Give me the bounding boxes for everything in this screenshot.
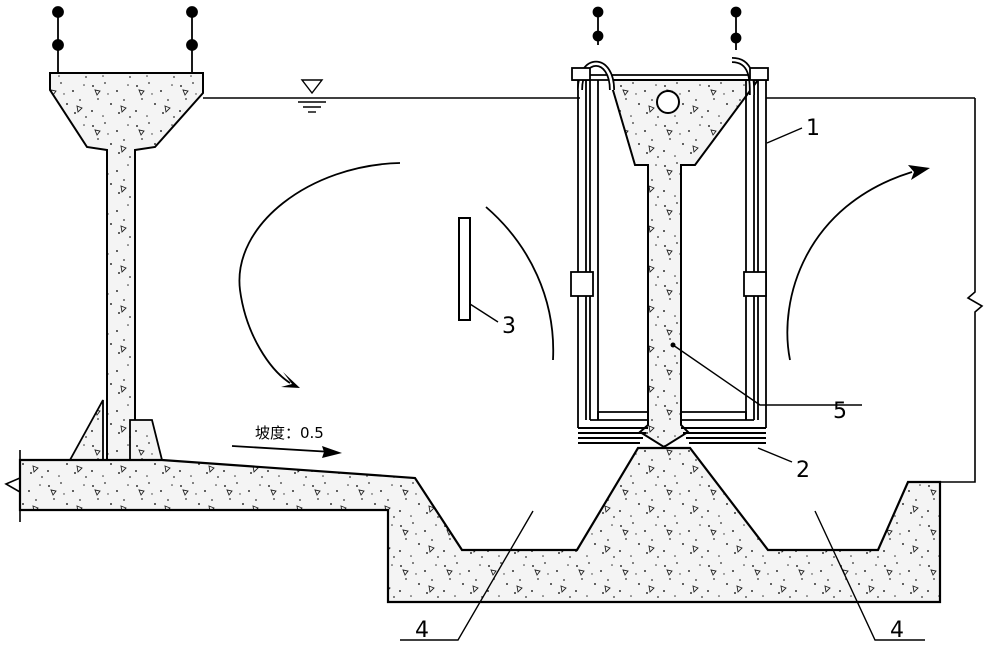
foundation-break-symbol [4, 450, 21, 522]
label-part-4-right: 4 [890, 618, 904, 643]
left-pillar [49, 72, 204, 461]
flow-arrows [231, 162, 913, 453]
left-pillar-cap-studs [52, 6, 198, 73]
base-plates [578, 427, 766, 444]
flow-arrow-center-curve [485, 206, 555, 361]
label-part-5: 5 [833, 399, 847, 424]
steel-frame [572, 74, 768, 428]
flow-arrow-left-curve [238, 162, 401, 384]
leader-dot [670, 342, 676, 348]
label-part-1: 1 [806, 116, 820, 141]
right-boundary-wall [940, 98, 984, 483]
label-part-3: 3 [502, 314, 516, 339]
arrow-heads [281, 165, 930, 458]
water-level-triangle-icon [298, 79, 326, 113]
frame-top-hooks [571, 57, 769, 96]
label-slope: 坡度：0.5 [255, 424, 324, 442]
flow-arrow-right-curve [786, 171, 913, 361]
label-part-4-left: 4 [415, 618, 429, 643]
central-y-pillar [608, 79, 760, 449]
leader-lines [400, 127, 925, 641]
slope-arrow-line [231, 445, 333, 453]
frame-clamps [570, 271, 767, 297]
left-pillar-base-brackets [68, 399, 164, 461]
foundation [18, 446, 942, 604]
vertical-board [458, 217, 471, 321]
pillar-opening [656, 90, 680, 114]
frame-top-studs [592, 6, 742, 50]
label-part-2: 2 [796, 458, 810, 483]
